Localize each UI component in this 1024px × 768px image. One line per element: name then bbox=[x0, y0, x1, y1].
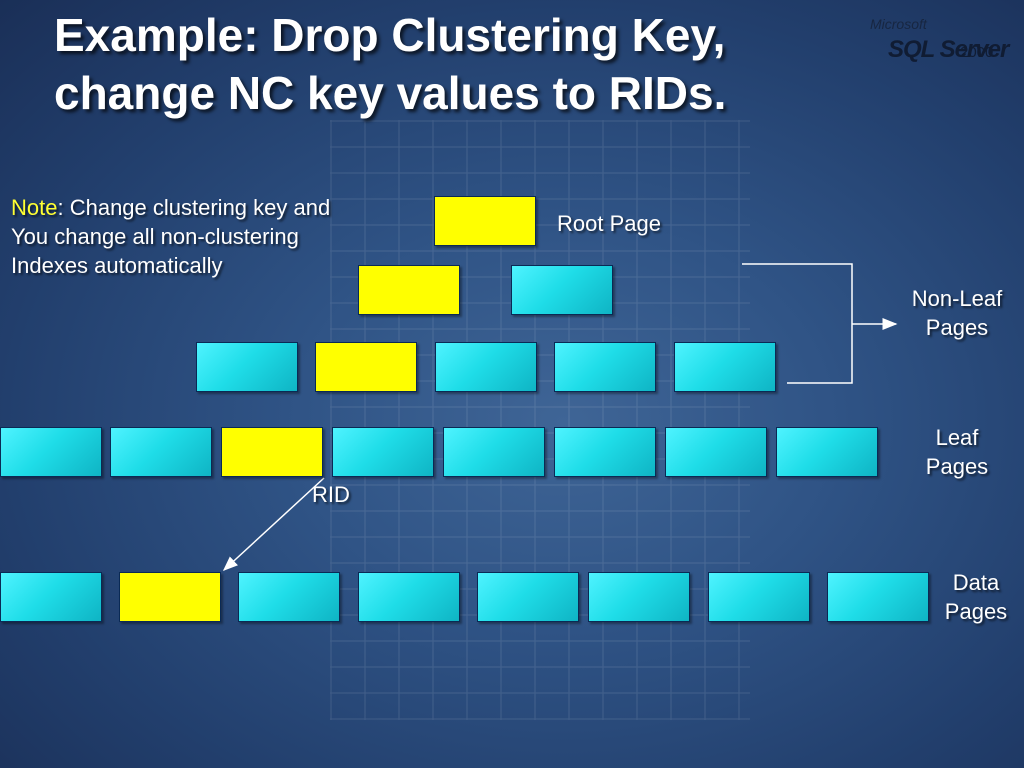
data-page-highlighted bbox=[119, 572, 221, 622]
nonleaf-page-highlighted bbox=[358, 265, 460, 315]
leaf-page bbox=[554, 427, 656, 477]
note-label: Note bbox=[11, 195, 58, 220]
root-page-label: Root Page bbox=[557, 211, 661, 236]
note-line-3: Indexes automatically bbox=[11, 253, 223, 278]
slide-title: Example: Drop Clustering Key, change NC … bbox=[54, 6, 726, 122]
leaf-page-highlighted bbox=[221, 427, 323, 477]
leaf-page bbox=[665, 427, 767, 477]
nonleaf-page bbox=[674, 342, 776, 392]
data-page bbox=[477, 572, 579, 622]
data-page bbox=[0, 572, 102, 622]
note-line-1: : Change clustering key and bbox=[57, 195, 331, 220]
logo-year-text: 2000 bbox=[960, 44, 994, 61]
rid-pointer-arrow bbox=[222, 477, 325, 572]
root-page bbox=[434, 196, 536, 246]
nonleaf-page bbox=[196, 342, 298, 392]
title-line-1: Example: Drop Clustering Key, bbox=[54, 9, 726, 61]
note-line-2: You change all non-clustering bbox=[11, 224, 299, 249]
data-page bbox=[238, 572, 340, 622]
rid-label: RID bbox=[312, 482, 350, 507]
nonleaf-pages-label: Non-Leaf Pages bbox=[911, 286, 1003, 340]
logo-small-text: Microsoft bbox=[870, 16, 927, 32]
data-page bbox=[588, 572, 690, 622]
data-page bbox=[358, 572, 460, 622]
leaf-page bbox=[0, 427, 102, 477]
data-page bbox=[708, 572, 810, 622]
nonleaf-page bbox=[435, 342, 537, 392]
nonleaf-page bbox=[554, 342, 656, 392]
nonleaf-page-highlighted bbox=[315, 342, 417, 392]
leaf-page bbox=[332, 427, 434, 477]
data-pages-label: Data Pages bbox=[944, 570, 1008, 624]
data-page bbox=[827, 572, 929, 622]
note-text: Note: Change clustering key and You chan… bbox=[11, 193, 421, 280]
logo-main-text: SQL Server bbox=[888, 36, 1009, 63]
nonleaf-page bbox=[511, 265, 613, 315]
leaf-page bbox=[776, 427, 878, 477]
leaf-page bbox=[110, 427, 212, 477]
sql-server-logo: Microsoft SQL Server 2000 bbox=[862, 14, 1012, 66]
leaf-page bbox=[443, 427, 545, 477]
leaf-pages-label: Leaf Pages bbox=[925, 425, 989, 479]
title-line-2: change NC key values to RIDs. bbox=[54, 67, 727, 119]
